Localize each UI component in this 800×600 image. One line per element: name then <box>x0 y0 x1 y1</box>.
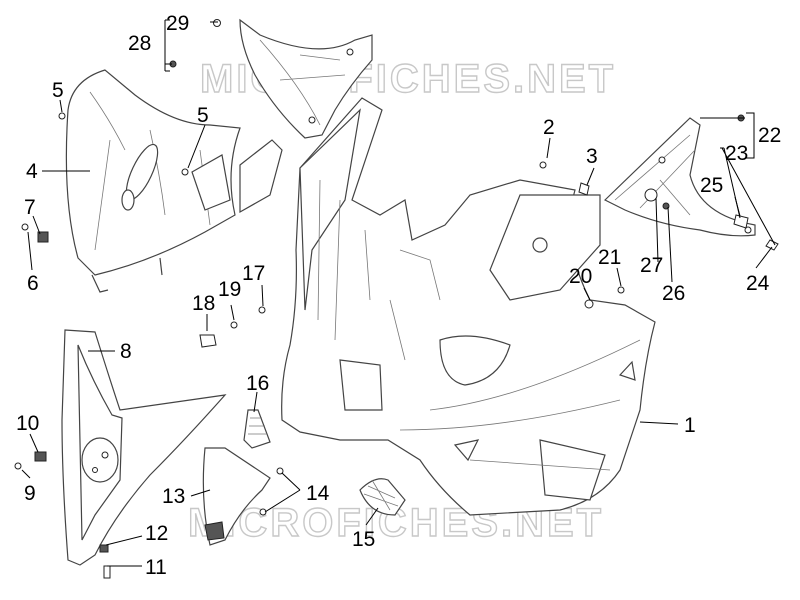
callout-6: 6 <box>27 272 39 295</box>
callout-12: 12 <box>145 522 168 545</box>
callout-8: 8 <box>120 340 132 363</box>
callout-27: 27 <box>640 254 663 277</box>
callout-16: 16 <box>246 372 269 395</box>
callout-23: 23 <box>725 142 748 165</box>
part-grille-15 <box>359 478 406 516</box>
callout-28: 28 <box>128 32 151 55</box>
callout-9: 9 <box>24 482 36 505</box>
part-front-shield-upper <box>65 69 283 293</box>
callout-19: 19 <box>218 278 241 301</box>
hardware-small-parts <box>14 112 625 579</box>
callout-29: 29 <box>166 12 189 35</box>
callout-18: 18 <box>192 292 215 315</box>
callout-5a: 5 <box>52 79 64 102</box>
callout-2: 2 <box>543 116 555 139</box>
callout-5b: 5 <box>197 104 209 127</box>
part-leg-shield-main <box>281 97 656 516</box>
part-inner-bracket <box>202 447 271 546</box>
callout-25: 25 <box>700 174 723 197</box>
callout-labels: 1 2 3 4 5 5 6 7 8 9 10 11 12 13 14 15 16… <box>16 12 781 579</box>
callout-24: 24 <box>746 272 770 295</box>
callout-22: 22 <box>758 124 781 147</box>
callout-11: 11 <box>145 556 167 579</box>
callout-4: 4 <box>26 160 38 183</box>
part-lower-front-panel <box>61 329 227 566</box>
part-top-plate <box>169 18 373 139</box>
callout-17: 17 <box>242 262 265 285</box>
leader-lines <box>21 19 776 567</box>
callout-21: 21 <box>598 246 621 269</box>
callout-13: 13 <box>162 485 185 508</box>
callout-7: 7 <box>24 196 36 219</box>
callout-14: 14 <box>306 482 330 505</box>
callout-10: 10 <box>16 412 39 435</box>
callout-15: 15 <box>352 528 375 551</box>
part-side-panel-right <box>603 114 779 251</box>
part-grille-16 <box>243 409 271 449</box>
callout-1: 1 <box>684 414 696 437</box>
callout-20: 20 <box>569 265 592 288</box>
callout-3: 3 <box>586 145 598 168</box>
callout-26: 26 <box>662 282 685 305</box>
